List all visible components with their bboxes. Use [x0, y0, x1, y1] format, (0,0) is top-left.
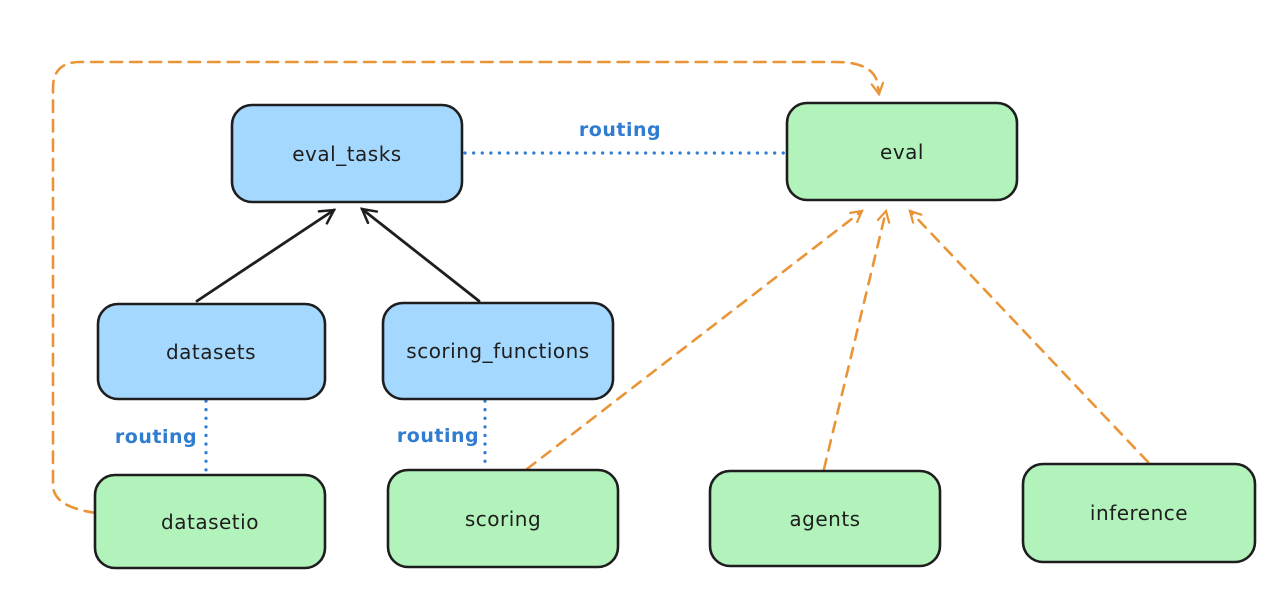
node-datasets-label: datasets [166, 340, 256, 364]
node-datasets-box [96, 302, 327, 401]
node-eval: eval [785, 101, 1019, 202]
node-datasetio-label: datasetio [161, 510, 259, 534]
node-agents: agents [708, 469, 942, 568]
node-eval-box [785, 101, 1019, 202]
node-scoring-label: scoring [465, 507, 541, 531]
node-scoring-functions-label: scoring_functions [406, 339, 589, 363]
node-scoring-functions-box [381, 301, 615, 401]
node-eval-tasks-label: eval_tasks [292, 142, 401, 166]
node-eval-tasks-box [230, 103, 464, 204]
node-datasets: datasets [96, 302, 327, 401]
edge-datasetio-to-eval-loop [51, 60, 879, 515]
edge-datasets-to-eval-tasks [195, 208, 337, 303]
node-datasetio: datasetio [93, 473, 327, 570]
node-agents-label: agents [789, 507, 860, 531]
routing-label-datasets: routing [115, 426, 197, 448]
node-scoring-functions: scoring_functions [381, 301, 615, 401]
routing-label-top: routing [579, 119, 661, 141]
edge-scoring-functions-to-eval-tasks [359, 207, 481, 303]
node-eval-tasks: eval_tasks [230, 103, 464, 204]
node-eval-label: eval [880, 140, 924, 164]
node-datasetio-box [93, 473, 327, 570]
routing-label-scoring: routing [397, 425, 479, 447]
edge-scoring-to-eval [525, 211, 862, 471]
node-scoring: scoring [386, 468, 620, 569]
edge-inference-to-eval [910, 211, 1150, 464]
node-inference: inference [1021, 462, 1257, 564]
node-agents-box [708, 469, 942, 568]
node-inference-box [1021, 462, 1257, 564]
edge-agents-to-eval [822, 211, 886, 471]
node-inference-label: inference [1090, 501, 1188, 525]
node-scoring-box [386, 468, 620, 569]
